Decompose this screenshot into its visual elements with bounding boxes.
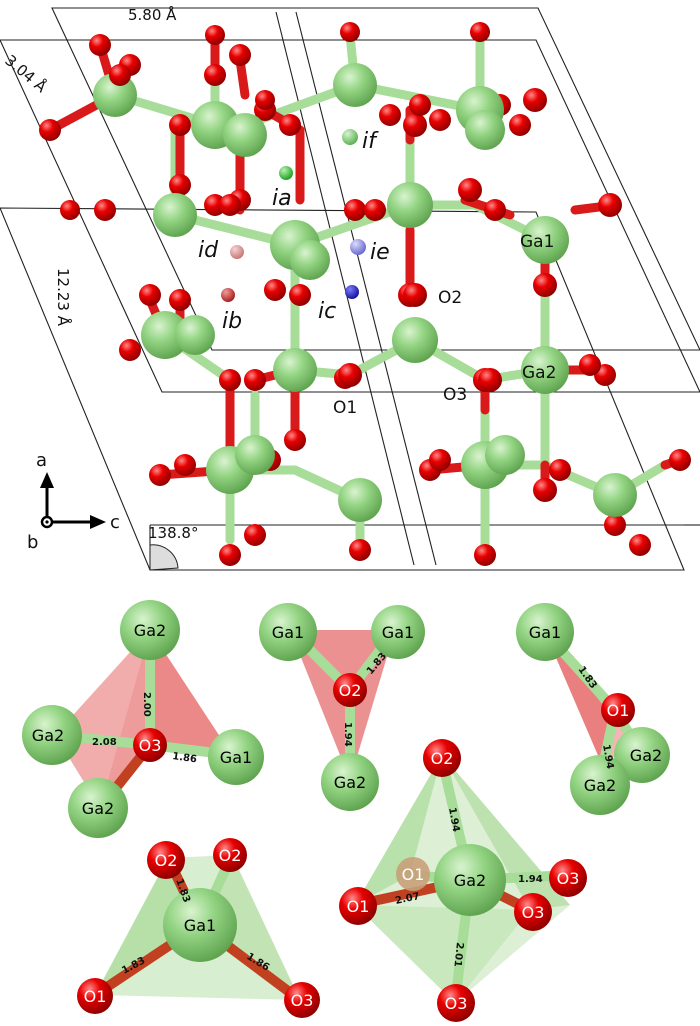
site-marker-ib xyxy=(221,288,235,302)
o3-bond-1: 2.00 xyxy=(141,692,152,717)
site-label-ic: ic xyxy=(318,299,336,324)
o3-center-label: O3 xyxy=(139,736,162,755)
ga2-center-label: Ga2 xyxy=(454,871,486,890)
site-label-ie: ie xyxy=(370,240,390,265)
o2-center-label: O2 xyxy=(339,681,362,700)
o3-bond-2: 2.08 xyxy=(92,737,117,748)
ga2-ligand-2-label: O1 xyxy=(402,865,425,884)
ga2-ligand-4-label: O3 xyxy=(557,869,580,888)
polyhedron-ga2: O2 O1 O1 O3 O3 O3 Ga2 1.94 2.07 1.94 2.0… xyxy=(339,739,587,1022)
o3-ligand-1-label: Ga2 xyxy=(134,621,166,640)
polyhedron-ga1: O2 O2 O1 O3 Ga1 1.83 1.83 1.86 xyxy=(77,838,320,1018)
polyhedron-o1: Ga1 Ga2 Ga2 O1 1.83 1.94 xyxy=(516,603,670,815)
ga2-ligand-6-label: O3 xyxy=(445,994,468,1013)
axis-label-b: b xyxy=(27,532,38,553)
atom-label-o3: O3 xyxy=(443,385,467,405)
o2-ligand-2-label: Ga1 xyxy=(382,623,414,642)
o2-bond-2: 1.94 xyxy=(342,722,353,747)
atom-label-o1: O1 xyxy=(333,398,357,418)
cell-dim-b: 3.04 Å xyxy=(1,51,51,97)
atom-label-ga2: Ga2 xyxy=(522,363,556,383)
ga2-ligand-1-label: O2 xyxy=(431,749,454,768)
axis-indicator: a b c xyxy=(27,450,120,553)
ga2-bond-4: 2.01 xyxy=(451,942,465,968)
site-marker-if xyxy=(342,129,358,145)
o1-ligand-2-label: Ga2 xyxy=(630,746,662,765)
site-marker-ic xyxy=(345,285,359,299)
ga1-ligand-3-label: O1 xyxy=(84,987,107,1006)
site-label-ib: ib xyxy=(222,309,242,334)
atom-label-o2: O2 xyxy=(438,288,462,308)
o1-center-label: O1 xyxy=(607,701,630,720)
site-label-id: id xyxy=(198,238,219,263)
o1-bond-2: 1.94 xyxy=(600,744,615,770)
o2-ligand-3-label: Ga2 xyxy=(334,773,366,792)
ga2-bond-2: 2.07 xyxy=(394,891,420,907)
ga1-ligand-1-label: O2 xyxy=(219,846,242,865)
cell-dim-c: 5.80 Å xyxy=(128,5,177,24)
o3-ligand-3-label: Ga2 xyxy=(82,799,114,818)
ga1-ligand-4-label: O3 xyxy=(291,991,314,1010)
ga1-ligand-2-label: O2 xyxy=(155,851,178,870)
polyhedron-o2: Ga1 Ga1 Ga2 O2 1.83 1.94 xyxy=(259,603,425,811)
site-label-if: if xyxy=(362,129,379,154)
ga2-ligand-3-label: O1 xyxy=(347,897,370,916)
site-label-ia: ia xyxy=(272,186,292,211)
o3-ligand-4-label: Ga1 xyxy=(220,748,252,767)
o3-ligand-2-label: Ga2 xyxy=(32,726,64,745)
axis-label-a: a xyxy=(36,450,47,471)
ga2-bond-1: 1.94 xyxy=(446,807,461,833)
o3-bond-3: 1.86 xyxy=(172,751,198,765)
cell-angle: 138.8° xyxy=(148,524,198,542)
o1-ligand-1-label: Ga1 xyxy=(529,623,561,642)
angle-arc xyxy=(149,544,179,571)
ga2-ligand-5-label: O3 xyxy=(522,903,545,922)
axis-label-c: c xyxy=(110,512,120,533)
atom-label-ga1: Ga1 xyxy=(520,232,554,252)
structure-atoms xyxy=(39,22,691,566)
cell-dim-a: 12.23 Å xyxy=(54,268,73,327)
site-marker-id xyxy=(230,245,244,259)
o1-ligand-3-label: Ga2 xyxy=(584,776,616,795)
ga2-bond-3: 1.94 xyxy=(518,874,543,885)
site-marker-ie xyxy=(350,239,366,255)
polyhedron-o3: Ga2 Ga2 Ga2 Ga1 O3 2.00 2.08 1.86 xyxy=(22,600,264,838)
o2-ligand-1-label: Ga1 xyxy=(272,623,304,642)
site-marker-ia xyxy=(279,166,293,180)
ga1-center-label: Ga1 xyxy=(184,916,216,935)
